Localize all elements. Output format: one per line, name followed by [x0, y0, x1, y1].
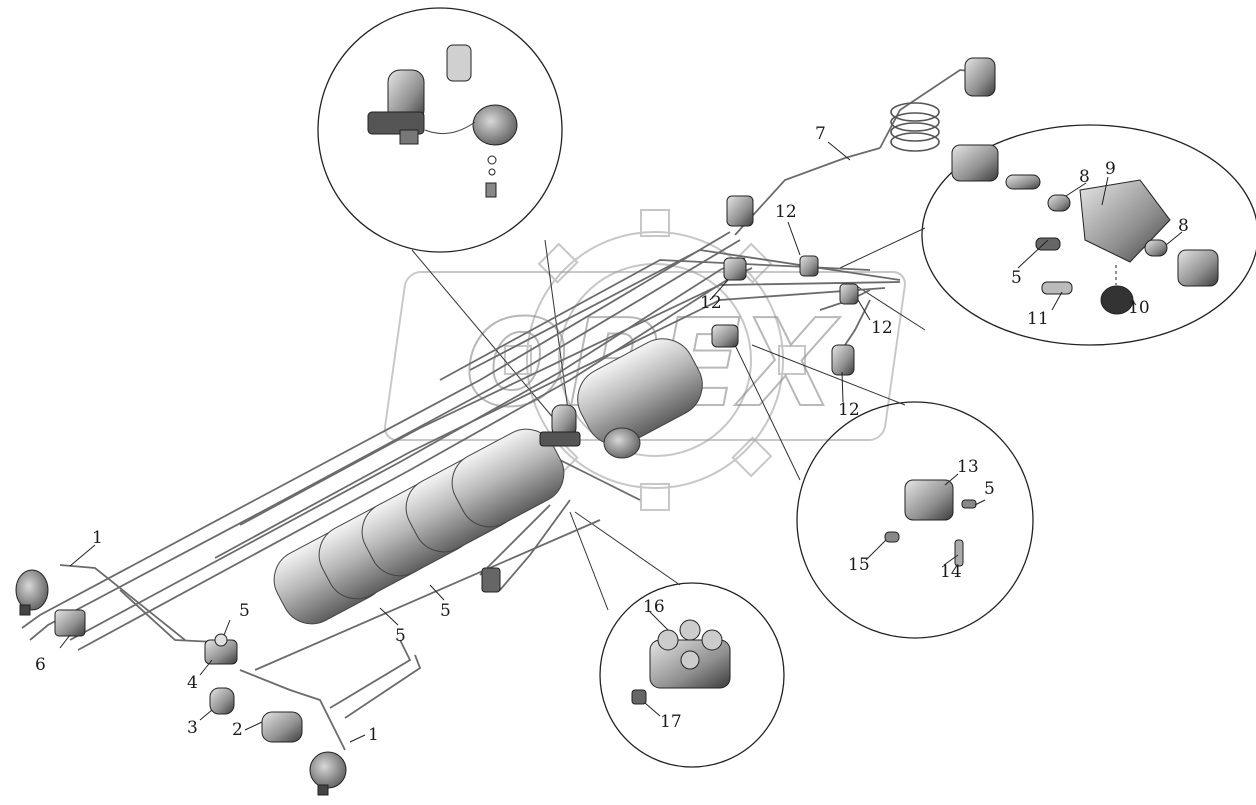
callout-label: 12 — [700, 293, 722, 313]
brake-chamber-front-left — [15, 569, 49, 616]
cartridge-3 — [209, 687, 235, 715]
callout-label: 17 — [660, 712, 682, 732]
valve-12-d — [831, 344, 855, 376]
callout-label: 5 — [984, 479, 995, 499]
pedal-valve-top — [964, 57, 996, 97]
callout-label: 2 — [232, 720, 243, 740]
callout-label: 1 — [92, 528, 103, 548]
detail-circle-relay-valve — [796, 401, 1034, 639]
valve-12-c — [839, 283, 859, 305]
callout-label: 8 — [1079, 167, 1090, 187]
protection-valve-detail — [631, 619, 731, 705]
valve-2 — [261, 711, 303, 743]
bracket — [481, 567, 501, 593]
callout-label: 10 — [1128, 298, 1150, 318]
valve-12-b — [799, 255, 819, 277]
callout-label: 14 — [940, 562, 962, 582]
air-tank — [451, 428, 565, 528]
brake-valve-installed — [726, 195, 754, 227]
callout-label: 13 — [957, 457, 979, 477]
relay-valve-detail — [884, 479, 977, 567]
callout-label: 3 — [187, 718, 198, 738]
callout-label: 6 — [35, 655, 46, 675]
callout-label: 15 — [848, 555, 870, 575]
callout-label: 5 — [1011, 268, 1022, 288]
callout-label: 5 — [395, 626, 406, 646]
valve-6 — [54, 609, 86, 637]
callout-label: 1 — [368, 725, 379, 745]
pipe-coil — [890, 102, 940, 152]
relay-valve-installed — [711, 324, 739, 348]
callout-label: 5 — [440, 601, 451, 621]
brake-chamber-front-right — [309, 751, 347, 796]
valve-12-a — [723, 257, 747, 281]
callout-label: 12 — [871, 318, 893, 338]
small-receiver — [603, 427, 641, 459]
detail-circles — [317, 7, 1256, 768]
callout-label: 12 — [775, 202, 797, 222]
callout-label: 4 — [187, 673, 198, 693]
callout-label: 7 — [815, 124, 826, 144]
detail-circle-brake-valve — [921, 124, 1256, 346]
callout-label: 12 — [838, 400, 860, 420]
callout-label: 8 — [1178, 216, 1189, 236]
air-tanks — [273, 338, 703, 625]
callout-label: 11 — [1027, 309, 1049, 329]
air-dryer-detail — [367, 44, 518, 198]
callout-label: 16 — [643, 597, 665, 617]
detail-circle-air-dryer — [317, 7, 563, 253]
callout-label: 9 — [1105, 159, 1116, 179]
callouts: 1 1 2 3 4 5 5 5 5 5 6 7 8 8 9 10 11 12 1… — [35, 124, 1189, 745]
valve-4 — [204, 633, 238, 665]
detail-circle-protection-valve — [599, 582, 785, 768]
air-dryer-installed — [539, 404, 581, 447]
chassis-components — [15, 57, 996, 796]
air-tank — [577, 338, 703, 446]
callout-label: 5 — [239, 601, 250, 621]
watermark-gear-icon — [504, 209, 806, 511]
callout-leaders — [59, 141, 1183, 743]
